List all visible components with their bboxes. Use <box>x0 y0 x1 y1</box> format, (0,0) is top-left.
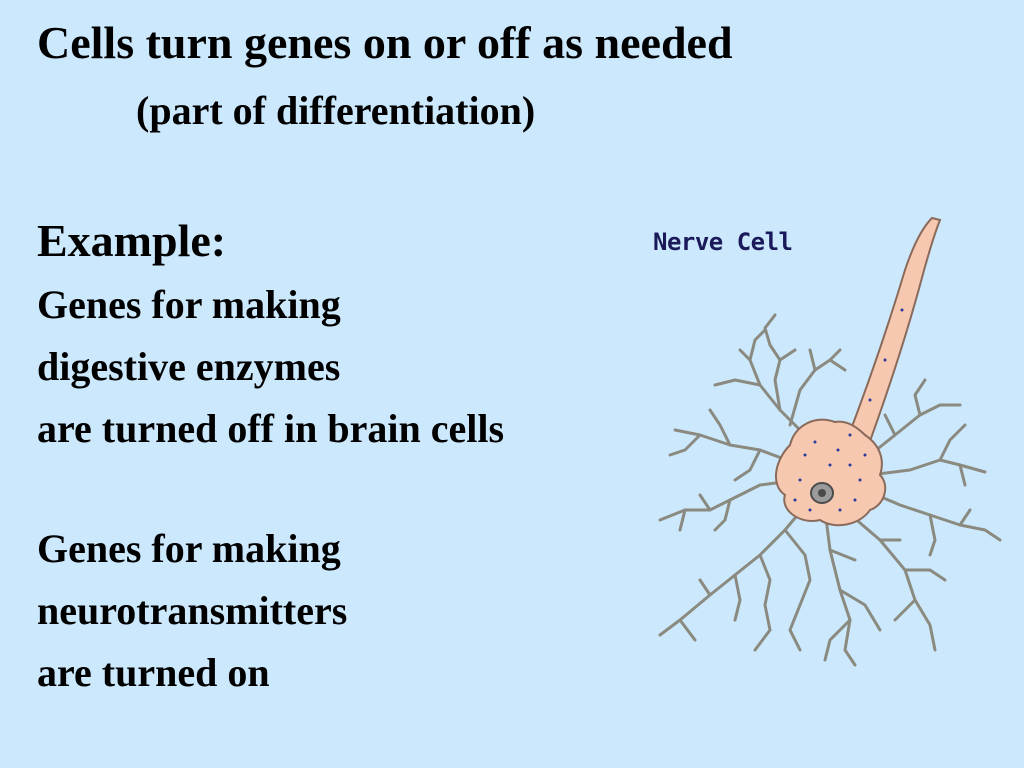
paragraph-neurotransmitters: Genes for making neurotransmitters are t… <box>37 518 347 704</box>
paragraph-line: Genes for making <box>37 282 341 327</box>
dendrites <box>658 313 1002 667</box>
axon <box>843 216 942 457</box>
paragraph-line: neurotransmitters <box>37 588 348 633</box>
cell-body <box>774 418 887 527</box>
slide-title: Cells turn genes on or off as needed <box>37 17 733 68</box>
paragraph-line: are turned on <box>37 650 270 695</box>
nerve-cell-label: Nerve Cell <box>653 228 793 256</box>
paragraph-line: digestive enzymes <box>37 344 341 389</box>
organelle-dots <box>793 308 904 512</box>
paragraph-digestive-enzymes: Genes for making digestive enzymes are t… <box>37 274 504 460</box>
slide-subtitle: (part of differentiation) <box>136 88 536 133</box>
example-heading: Example: <box>37 215 227 266</box>
paragraph-line: are turned off in brain cells <box>37 406 505 451</box>
nerve-cell-illustration <box>658 216 1002 667</box>
paragraph-line: Genes for making <box>37 526 341 571</box>
